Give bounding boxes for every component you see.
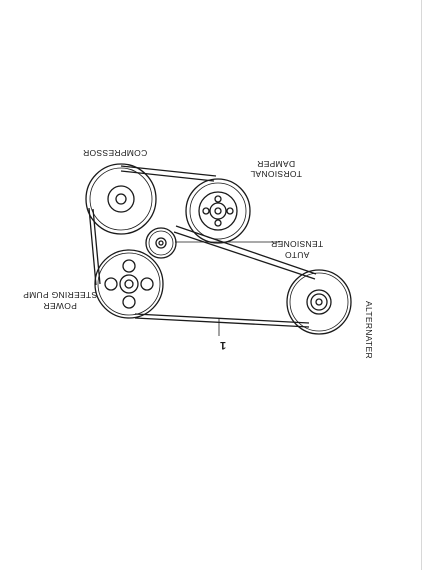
auto-tensioner-label-line2: TENSIONER — [271, 239, 323, 249]
compressor-pulley — [85, 163, 157, 235]
torsional-damper-pulley — [185, 178, 251, 244]
power-steering-label-line2: STEERING PUMP — [23, 290, 97, 300]
power-steering-pump-pulley — [94, 249, 164, 319]
torsional-damper-label-line2: DAMPER — [257, 159, 295, 169]
alternator-pulley — [286, 269, 352, 335]
drive-belt — [88, 165, 317, 328]
alternator-label: ALTERNATER — [364, 301, 374, 359]
scan-edge-line — [421, 0, 422, 570]
auto-tensioner-label-line1: AUTO — [285, 250, 310, 260]
auto-tensioner-pulley — [145, 227, 177, 259]
power-steering-label-line1: POWER — [43, 301, 77, 311]
belt-callout-number: 1 — [220, 339, 226, 351]
torsional-damper-label-line1: TORSIONAL — [250, 169, 302, 179]
compressor-label: COMPRESSOR — [83, 148, 147, 158]
